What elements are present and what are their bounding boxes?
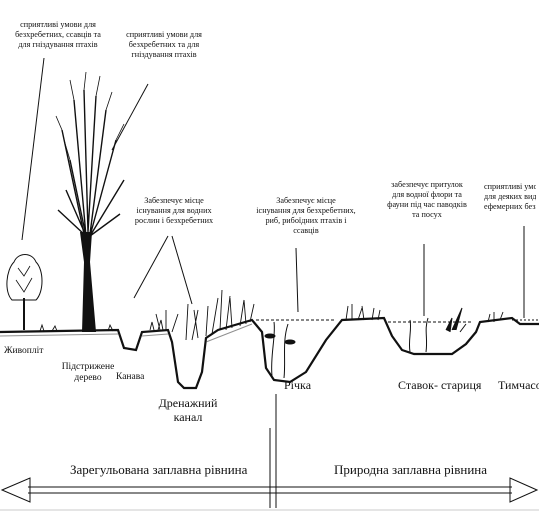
- grass-tufts: [39, 289, 504, 341]
- note-line: безхребетних та для: [128, 40, 200, 49]
- hedge-note: сприятливі умови для безхребетних, ссавц…: [6, 20, 110, 50]
- left-arrowhead: [0, 477, 31, 503]
- note-line: безхребетних, ссавців та: [15, 30, 101, 39]
- right-arrowhead: [509, 477, 539, 503]
- note-line: та посух: [412, 210, 442, 219]
- label-line: Дренажний: [158, 396, 218, 410]
- ground-shadow: [0, 323, 253, 343]
- aquatic-plants: [264, 307, 467, 379]
- label-line: дерево: [74, 373, 102, 383]
- tree-pointer: [111, 83, 149, 151]
- region-divider: [269, 394, 277, 508]
- note-line: існування для водних: [136, 206, 212, 215]
- note-line: існування для безхребетних,: [256, 206, 356, 215]
- regulated-floodplain-label: Зарегульована заплавна рівнина: [70, 462, 248, 477]
- note-line: сприятливі умови для: [126, 30, 202, 39]
- note-line: рослин і безхребетних: [134, 216, 214, 225]
- natural-floodplain-label: Природна заплавна рівнина: [334, 462, 488, 477]
- temp-note: сприятливі умови для деяких видів ефемер…: [484, 182, 536, 212]
- note-line: для водної флори та: [392, 190, 462, 199]
- note-line: Забезпечує місце: [276, 196, 336, 205]
- temp-label: Тимчасові: [498, 378, 539, 392]
- pointer-lines: [21, 57, 525, 318]
- oxbow-label: Ставок- стариця: [398, 378, 482, 392]
- drain-pointer-b: [171, 235, 193, 305]
- pollarded-tree: [55, 71, 125, 332]
- tree-label: Підстрижене дерево: [58, 362, 118, 384]
- drain-pointer-a: [133, 235, 169, 299]
- note-line: сприятливі умови: [484, 182, 536, 191]
- note-line: Забезпечує місце: [144, 196, 204, 205]
- ditch-label: Канава: [116, 372, 145, 382]
- note-line: риб, рибоїдних птахів і: [265, 216, 347, 225]
- drain-label: Дренажний канал: [156, 396, 220, 424]
- drain-note: Забезпечує місце існування для водних ро…: [126, 196, 222, 226]
- note-line: для гніздування птахів: [18, 40, 98, 49]
- note-line: ссавців: [293, 226, 319, 235]
- note-line: забезпечує притулок: [391, 180, 463, 189]
- note-line: для деяких видів: [484, 192, 536, 201]
- tree-note: сприятливі умови для безхребетних та для…: [116, 30, 212, 60]
- label-line: Підстрижене: [61, 362, 115, 372]
- ground-profile: [0, 316, 539, 390]
- river-label: Річка: [284, 378, 312, 392]
- note-line: ефемерних безхребетних: [484, 202, 536, 211]
- note-line: гніздування птахів: [131, 50, 197, 59]
- region-arrow: [0, 477, 539, 503]
- note-line: сприятливі умови для: [20, 20, 96, 29]
- hedge-pointer: [21, 57, 45, 241]
- label-line: канал: [173, 410, 203, 424]
- river-pointer: [295, 247, 299, 313]
- river-note: Забезпечує місце існування для безхребет…: [256, 196, 356, 236]
- hedge-tree: [6, 254, 43, 330]
- oxbow-note: забезпечує притулок для водної флори та …: [382, 180, 472, 220]
- hedge-label: Живопліт: [4, 346, 44, 356]
- note-line: фауни під час паводків: [387, 200, 467, 209]
